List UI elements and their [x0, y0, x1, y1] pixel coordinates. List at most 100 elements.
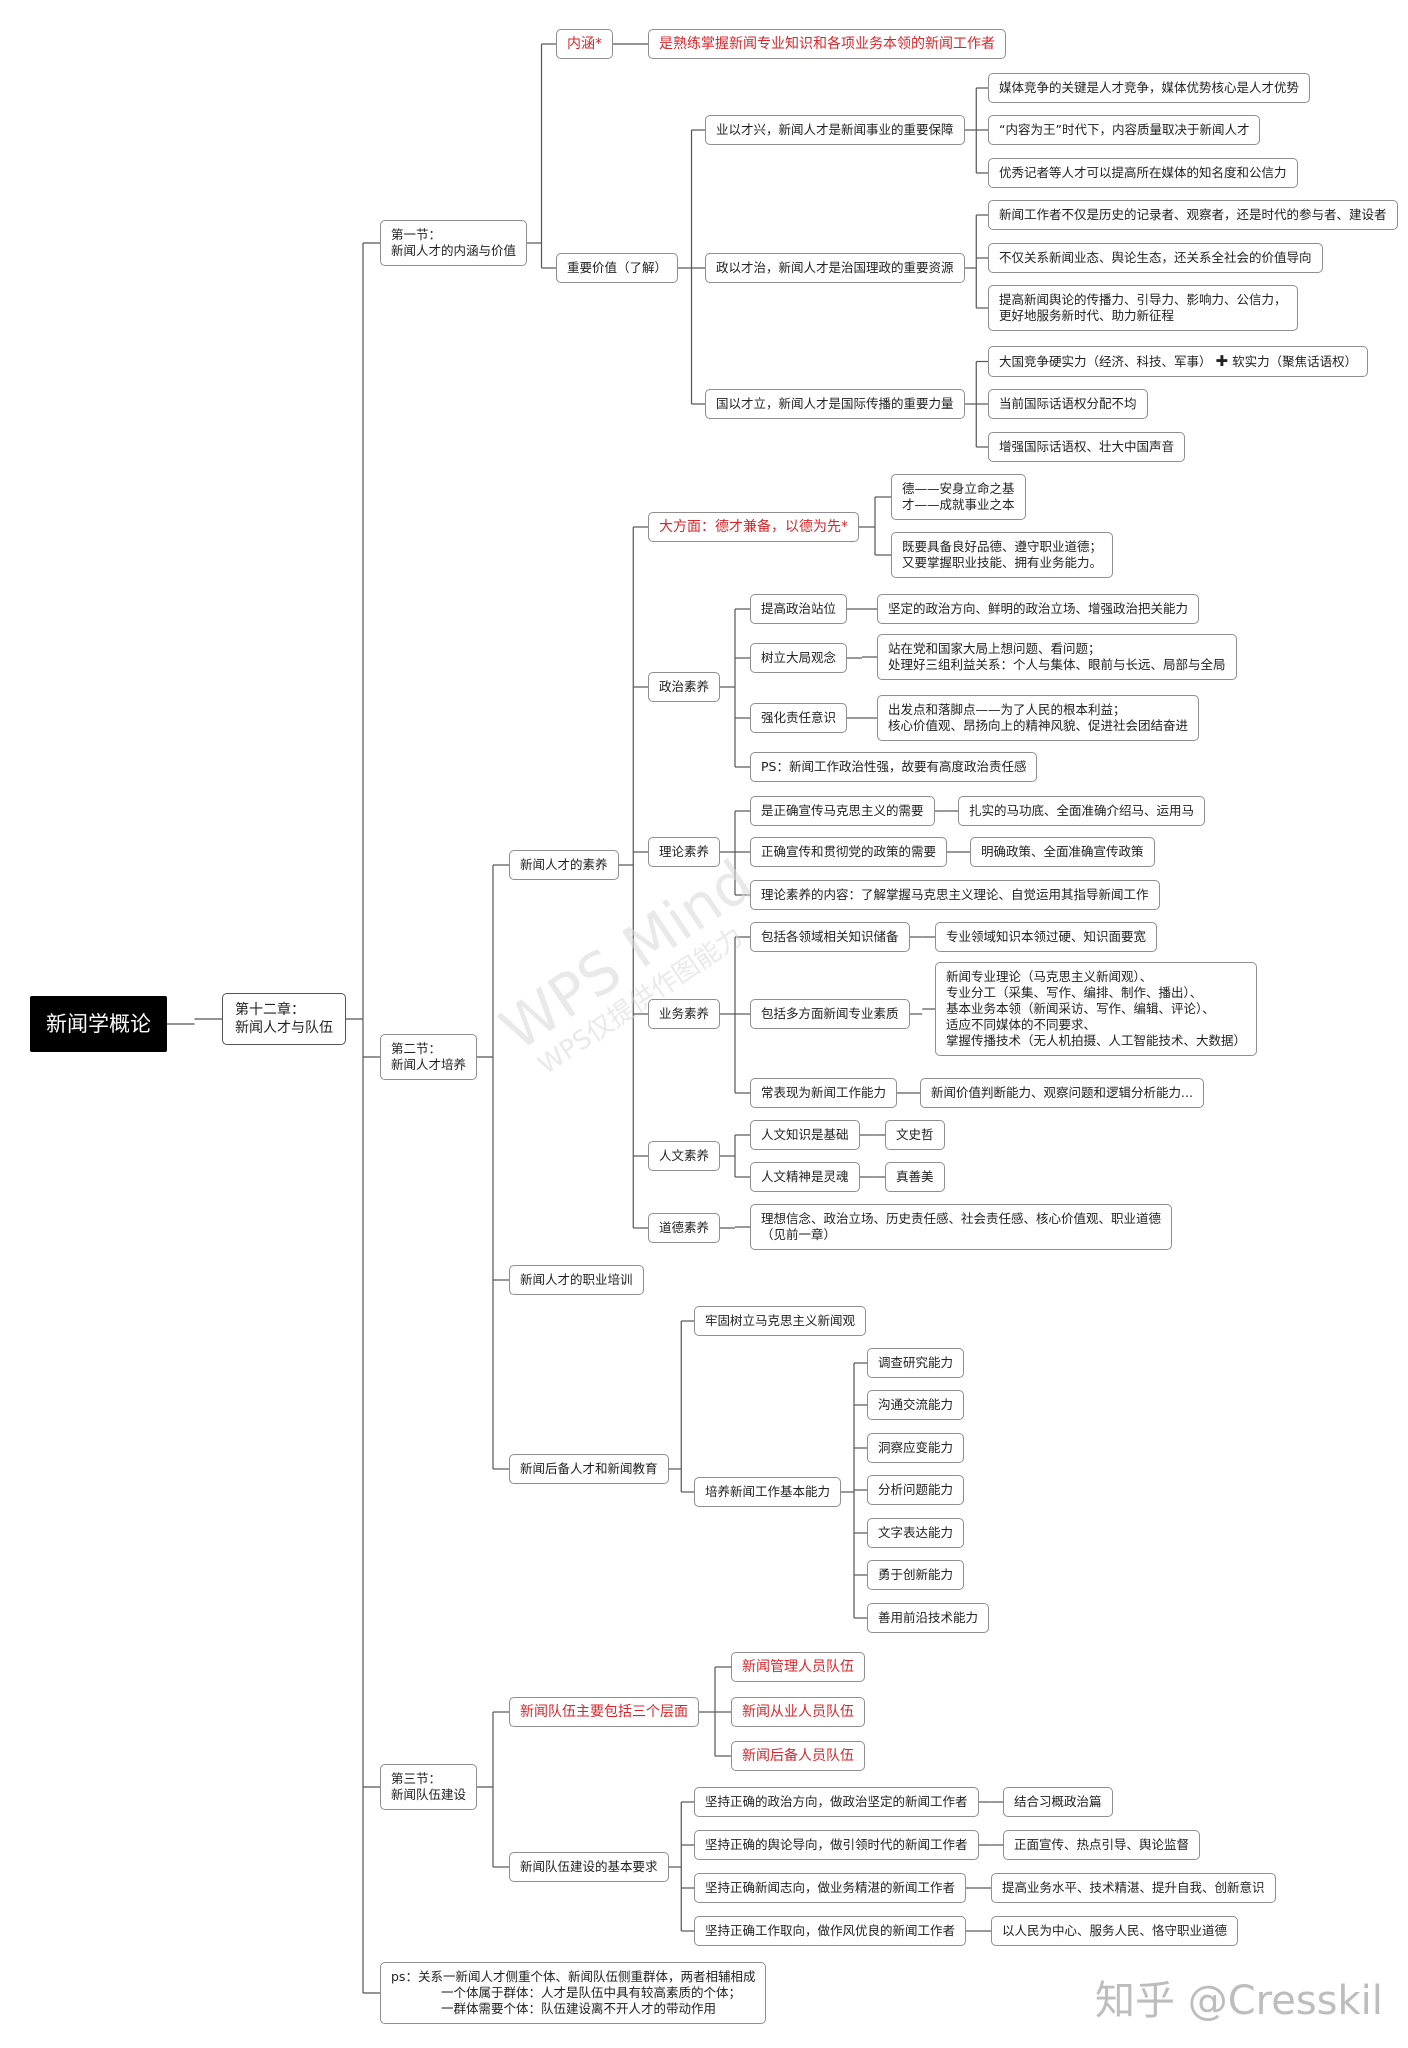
yw-2-line-1: 新闻专业理论（马克思主义新闻观）、 [946, 969, 1153, 984]
lilun-node[interactable]: 理论素养 [648, 837, 721, 867]
value-2-item-3[interactable]: 提高新闻舆论的传播力、引导力、影响力、公信力，更好地服务新时代、助力新征程 [988, 285, 1298, 331]
req-3-desc[interactable]: 提高业务水平、技术精湛、提升自我、创新意识 [991, 1873, 1276, 1903]
ps-node[interactable]: ps：关系一新闻人才侧重个体、新闻队伍侧重群体，两者相辅相成一个体属于群体：人才… [380, 1962, 767, 2024]
yw-1-desc[interactable]: 专业领域知识本领过硬、知识面要宽 [935, 922, 1158, 952]
hard-power-text: 大国竞争硬实力（经济、科技、军事） [999, 354, 1212, 369]
value-1-item-3[interactable]: 优秀记者等人才可以提高所在媒体的知名度和公信力 [988, 158, 1298, 188]
section-2-title: 新闻人才培养 [391, 1057, 467, 1072]
chapter-number: 第十二章： [235, 1002, 305, 1018]
yw-2-line-3: 基本业务本领（新闻采访、写作、编辑、评论）、 [946, 1001, 1215, 1016]
ability-7[interactable]: 善用前沿技术能力 [867, 1603, 990, 1633]
value-2-item-1[interactable]: 新闻工作者不仅是历史的记录者、观察者，还是时代的参与者、建设者 [988, 200, 1398, 230]
dd-1-line-1: 理想信念、政治立场、历史责任感、社会责任感、核心价值观、职业道德 [761, 1211, 1162, 1226]
zz-3-node[interactable]: 强化责任意识 [750, 703, 848, 733]
ll-1-desc[interactable]: 扎实的马功底、全面准确介绍马、运用马 [958, 796, 1206, 826]
suyang-node[interactable]: 新闻人才的素养 [509, 850, 619, 880]
zz-3-desc[interactable]: 出发点和落脚点——为了人民的根本利益；核心价值观、昂扬向上的精神风貌、促进社会团… [877, 695, 1200, 741]
jiyao-line-1: 既要具备良好品德、遵守职业道德； [902, 539, 1103, 554]
ll-2-node[interactable]: 正确宣传和贯彻党的政策的需要 [750, 837, 948, 867]
zhihu-credit: 知乎 @Cresskil [1095, 1978, 1383, 2024]
section-1-title: 新闻人才的内涵与价值 [391, 243, 517, 258]
team-2-node[interactable]: 新闻从业人员队伍 [731, 1697, 865, 1727]
hb-1-node[interactable]: 牢固树立马克思主义新闻观 [694, 1306, 867, 1336]
ability-6[interactable]: 勇于创新能力 [867, 1560, 965, 1590]
section-3-title: 新闻队伍建设 [391, 1787, 467, 1802]
rw-1-desc[interactable]: 文史哲 [885, 1120, 945, 1150]
rw-2-node[interactable]: 人文精神是灵魂 [750, 1162, 860, 1192]
peixun-node[interactable]: 新闻人才的职业培训 [509, 1265, 644, 1295]
rw-2-desc[interactable]: 真善美 [885, 1162, 945, 1192]
chapter-node[interactable]: 第十二章：新闻人才与队伍 [222, 993, 346, 1045]
value-2-item-3-line-1: 提高新闻舆论的传播力、引导力、影响力、公信力， [999, 292, 1287, 307]
yw-1-node[interactable]: 包括各领域相关知识储备 [750, 922, 910, 952]
renwen-node[interactable]: 人文素养 [648, 1141, 721, 1171]
section-2-number: 第二节： [391, 1041, 442, 1056]
ability-4[interactable]: 分析问题能力 [867, 1475, 965, 1505]
req-2-desc[interactable]: 正面宣传、热点引导、舆论监督 [1003, 1830, 1201, 1860]
ability-1[interactable]: 调查研究能力 [867, 1348, 965, 1378]
req-4-node[interactable]: 坚持正确工作取向，做作风优良的新闻工作者 [694, 1916, 967, 1946]
zz-1-desc[interactable]: 坚定的政治方向、鲜明的政治立场、增强政治把关能力 [877, 594, 1200, 624]
value-2-item-2[interactable]: 不仅关系新闻业态、舆论生态，还关系全社会的价值导向 [988, 243, 1323, 273]
req-1-node[interactable]: 坚持正确的政治方向，做政治坚定的新闻工作者 [694, 1787, 979, 1817]
yw-2-line-2: 专业分工（采集、写作、编排、制作、播出）、 [946, 985, 1203, 1000]
value-3-item-1[interactable]: 大国竞争硬实力（经济、科技、军事） ✚ 软实力（聚焦话语权） [988, 346, 1369, 377]
de-cai-node[interactable]: 德——安身立命之基才——成就事业之本 [891, 474, 1026, 520]
ps-line-1: ps：关系一新闻人才侧重个体、新闻队伍侧重群体，两者相辅相成 [391, 1969, 756, 1984]
team-3-node[interactable]: 新闻后备人员队伍 [731, 1741, 865, 1771]
hb-2-node[interactable]: 培养新闻工作基本能力 [694, 1477, 842, 1507]
dd-1-line-2: （见前一章） [761, 1227, 837, 1242]
rw-1-node[interactable]: 人文知识是基础 [750, 1120, 860, 1150]
team-1-node[interactable]: 新闻管理人员队伍 [731, 1652, 865, 1682]
zz-1-node[interactable]: 提高政治站位 [750, 594, 848, 624]
ability-2[interactable]: 沟通交流能力 [867, 1390, 965, 1420]
value-2-node[interactable]: 政以才治，新闻人才是治国理政的重要资源 [705, 253, 965, 283]
ll-3-node[interactable]: 理论素养的内容：了解掌握马克思主义理论、自觉运用其指导新闻工作 [750, 880, 1160, 910]
section-3-node[interactable]: 第三节：新闻队伍建设 [380, 1764, 478, 1810]
duiwu-node[interactable]: 新闻队伍主要包括三个层面 [509, 1697, 699, 1727]
section-2-node[interactable]: 第二节：新闻人才培养 [380, 1034, 478, 1080]
zz-2-node[interactable]: 树立大局观念 [750, 643, 848, 673]
section-1-node[interactable]: 第一节：新闻人才的内涵与价值 [380, 220, 528, 266]
root-node[interactable]: 新闻学概论 [30, 996, 167, 1052]
value-node[interactable]: 重要价值（了解） [556, 253, 679, 283]
ability-5[interactable]: 文字表达能力 [867, 1518, 965, 1548]
value-1-item-1[interactable]: 媒体竞争的关键是人才竞争，媒体优势核心是人才优势 [988, 73, 1311, 103]
de-line: 德——安身立命之基 [902, 481, 1015, 496]
value-1-item-2[interactable]: “内容为王”时代下，内容质量取决于新闻人才 [988, 115, 1261, 145]
value-3-item-2[interactable]: 当前国际话语权分配不均 [988, 389, 1148, 419]
req-2-node[interactable]: 坚持正确的舆论导向，做引领时代的新闻工作者 [694, 1830, 979, 1860]
yewu-node[interactable]: 业务素养 [648, 999, 721, 1029]
section-1-number: 第一节： [391, 227, 442, 242]
value-3-node[interactable]: 国以才立，新闻人才是国际传播的重要力量 [705, 389, 965, 419]
value-2-item-3-line-2: 更好地服务新时代、助力新征程 [999, 308, 1175, 323]
req-node[interactable]: 新闻队伍建设的基本要求 [509, 1852, 669, 1882]
dd-1-node[interactable]: 理想信念、政治立场、历史责任感、社会责任感、核心价值观、职业道德（见前一章） [750, 1204, 1173, 1250]
req-4-desc[interactable]: 以人民为中心、服务人民、恪守职业道德 [991, 1916, 1239, 1946]
daode-node[interactable]: 道德素养 [648, 1213, 721, 1243]
ll-2-desc[interactable]: 明确政策、全面准确宣传政策 [970, 837, 1155, 867]
zz-3-line-1: 出发点和落脚点——为了人民的根本利益； [888, 702, 1126, 717]
value-3-item-3[interactable]: 增强国际话语权、壮大中国声音 [988, 432, 1186, 462]
req-1-desc[interactable]: 结合习概政治篇 [1003, 1787, 1113, 1817]
req-3-node[interactable]: 坚持正确新闻志向，做业务精湛的新闻工作者 [694, 1873, 967, 1903]
zz-2-desc[interactable]: 站在党和国家大局上想问题、看问题；处理好三组利益关系：个人与集体、眼前与长远、局… [877, 634, 1237, 680]
zz-2-line-2: 处理好三组利益关系：个人与集体、眼前与长远、局部与全局 [888, 657, 1226, 672]
plus-icon: ✚ [1215, 352, 1229, 370]
houbei-node[interactable]: 新闻后备人才和新闻教育 [509, 1454, 669, 1484]
ll-1-node[interactable]: 是正确宣传马克思主义的需要 [750, 796, 935, 826]
yw-2-node[interactable]: 包括多方面新闻专业素质 [750, 999, 910, 1029]
yw-2-desc[interactable]: 新闻专业理论（马克思主义新闻观）、专业分工（采集、写作、编排、制作、播出）、基本… [935, 962, 1258, 1056]
neihan-node[interactable]: 内涵* [556, 29, 613, 59]
zhengzhi-node[interactable]: 政治素养 [648, 672, 721, 702]
zz-4-node[interactable]: PS：新闻工作政治性强，故要有高度政治责任感 [750, 752, 1038, 782]
dafangmian-node[interactable]: 大方面：德才兼备，以德为先* [648, 512, 859, 542]
neihan-desc-node[interactable]: 是熟练掌握新闻专业知识和各项业务本领的新闻工作者 [648, 29, 1006, 59]
ability-3[interactable]: 洞察应变能力 [867, 1433, 965, 1463]
ps-line-3: 一群体需要个体：队伍建设离不开人才的带动作用 [441, 2001, 717, 2016]
jiyao-node[interactable]: 既要具备良好品德、遵守职业道德；又要掌握职业技能、拥有业务能力。 [891, 532, 1114, 578]
yw-3-desc[interactable]: 新闻价值判断能力、观察问题和逻辑分析能力... [920, 1078, 1204, 1108]
yw-3-node[interactable]: 常表现为新闻工作能力 [750, 1078, 898, 1108]
value-1-node[interactable]: 业以才兴，新闻人才是新闻事业的重要保障 [705, 115, 965, 145]
